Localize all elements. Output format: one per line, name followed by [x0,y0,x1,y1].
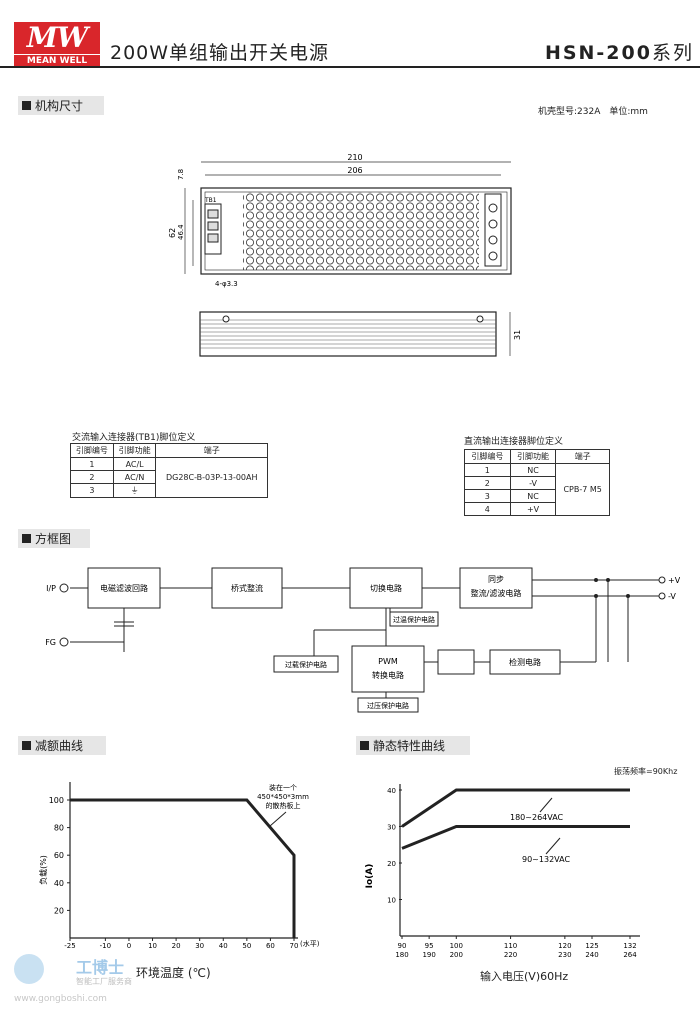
top-view-drawing: 210 206 TB1 62 46.4 7.8 4-φ3.3 [168,153,512,288]
derating-curve [70,798,296,938]
static-xtick-top: 125 [585,942,598,950]
derating-ytick-label: 60 [54,851,64,860]
derating-note-3: 的散热板上 [266,801,301,810]
static-xtick-bottom: 220 [504,951,517,959]
page-title: 200W单组输出开关电源 [110,42,330,64]
label-180-264: 180~264VAC [510,813,564,822]
case-info: 机壳型号:232A 单位:mm [538,107,648,117]
pwm-block-line1: PWM [378,657,398,666]
static-xtick-bottom: 230 [558,951,571,959]
section-mech: 机构尺寸 [18,96,104,115]
static-xtick-bottom: 264 [623,951,637,959]
otp-block: 过温保护电路 [393,615,435,624]
static-xtick-bottom: 190 [422,951,435,959]
olp-block: 过载保护电路 [285,660,327,669]
static-xtick-bottom: 240 [585,951,598,959]
ovp-block: 过压保护电路 [367,701,409,710]
derating-note-1: 装在一个 [269,783,297,792]
static-curve-high [401,788,630,828]
label-90-132: 90~132VAC [522,855,570,864]
pwm-block-line2: 转换电路 [372,670,404,680]
static-xtick-bottom: 180 [395,951,408,959]
static-ylabel: Io(A) [365,864,375,889]
tb1-label: TB1 [204,197,217,204]
static-curve-low [401,825,630,850]
dc-table-caption: 直流输出连接器脚位定义 [464,437,564,447]
dim-7-8: 7.8 [177,169,185,180]
block-diagram: I/P FG +V -V 电磁滤波回路 桥式整流 切换电路 同步 整流/滤波电路… [45,567,680,713]
static-chart: 4030201090180951901002001102201202301252… [365,784,640,959]
static-xtick-bottom: 200 [450,951,463,959]
static-xtick-top: 110 [504,942,517,950]
derating-ytick-label: 40 [54,879,64,888]
derating-ytick-label: 100 [49,796,64,805]
robot-icon [14,954,44,984]
static-xtick-top: 132 [623,942,636,950]
derating-note-2: 450*450*3mm [257,793,309,801]
derating-ylabel: 负载(%) [38,855,48,885]
derating-xunit: (水平) [300,939,320,948]
static-ytick-label: 10 [387,897,396,905]
header-divider [0,66,700,68]
static-note: 振荡频率=90Khz [614,767,678,776]
derating-xtick-label: 30 [195,942,204,950]
derating-xtick-label: 50 [242,942,251,950]
switch-block: 切换电路 [370,583,402,593]
derating-xtick-label: -25 [64,942,75,950]
derating-chart: 100 80 60 40 20 -25 -10 0 10 20 30 40 50 60 70 负载(%) (… [38,782,320,950]
static-xlabel: 输入电压(V)60Hz [480,970,569,983]
derating-xtick-label: 20 [172,942,181,950]
watermark: 工博士 智能工厂服务商 www.gongboshi.com [14,950,144,1010]
ac-table-caption: 交流输入连接器(TB1)脚位定义 [72,433,196,443]
section-static: 静态特性曲线 [356,736,470,755]
derating-xtick-label: 0 [127,942,131,950]
derating-xtick-label: 70 [290,942,299,950]
derating-xlabel: 环境温度 (℃) [136,966,211,980]
dim-210: 210 [347,153,362,162]
dim-46-4: 46.4 [177,224,185,240]
static-xtick-top: 120 [558,942,571,950]
bridge-block: 桥式整流 [231,583,263,593]
watermark-sub: 智能工厂服务商 [76,977,132,986]
static-ytick-label: 30 [387,824,396,832]
vplus-label: +V [668,576,680,585]
section-derating: 减额曲线 [18,736,106,755]
ip-label: I/P [46,584,56,593]
derating-xtick-label: -10 [100,942,111,950]
emi-block: 电磁滤波回路 [100,583,148,593]
static-xtick-top: 90 [398,942,407,950]
logo-mark: MW [14,22,100,54]
static-xtick-top: 95 [425,942,434,950]
watermark-cn: 工博士 [76,958,125,977]
dim-206: 206 [347,166,362,175]
static-ytick-label: 40 [387,787,396,795]
derating-xtick-label: 40 [219,942,228,950]
section-block: 方框图 [18,529,90,548]
side-view-drawing: 31 [199,311,522,357]
derating-xtick-label: 60 [266,942,275,950]
static-xtick-top: 100 [450,942,463,950]
fg-label: FG [45,638,56,647]
dim-62: 62 [168,228,177,238]
detect-block: 检测电路 [509,657,541,667]
logo-text: MEAN WELL [14,55,100,67]
rect-block-line2: 整流/滤波电路 [471,588,522,598]
watermark-url: www.gongboshi.com [14,994,107,1004]
derating-xtick-label: 10 [148,942,157,950]
derating-ytick-label: 20 [54,906,64,915]
vminus-label: -V [668,592,676,601]
derating-ytick-label: 80 [54,824,64,833]
meanwell-logo: MW MEAN WELL [14,22,100,67]
hole-spec: 4-φ3.3 [215,280,238,288]
dim-31: 31 [513,330,522,340]
rect-block-line1: 同步 [488,575,504,584]
series-title: HSN-200系列 [544,42,694,64]
static-ytick-label: 20 [387,860,396,868]
